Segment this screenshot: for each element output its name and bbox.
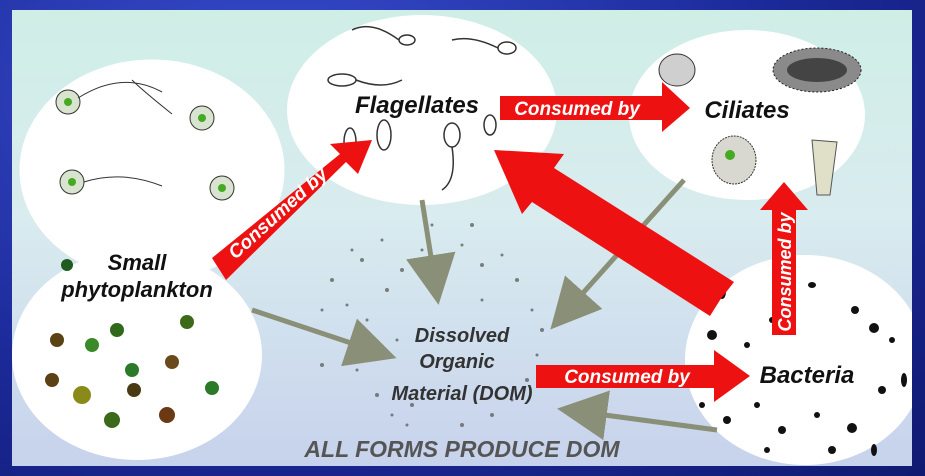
dom-line1-label: Dissolved	[415, 325, 510, 347]
bacteria-to-dom-arrow	[567, 410, 717, 430]
diagram-panel: Consumed by Consumed by Consumed by Cons…	[12, 10, 912, 466]
bacteria-to-ciliates-label: Consumed by	[775, 212, 795, 332]
food-web-diagram: Consumed by Consumed by Consumed by Cons…	[12, 10, 912, 466]
footer-caption: ALL FORMS PRODUCE DOM	[303, 436, 620, 462]
flagellates-label: Flagellates	[355, 92, 479, 119]
phyto-to-dom-arrow	[252, 310, 387, 355]
flagellates-to-dom-arrow	[422, 200, 437, 295]
bacteria-label: Bacteria	[760, 362, 855, 389]
phytoplankton-label: phytoplankton	[60, 277, 213, 302]
dom-line3-label: Material (DOM)	[391, 383, 532, 405]
dom-line2-label: Organic	[419, 351, 495, 373]
small-label: Small	[108, 250, 168, 275]
flagellates-to-ciliates-label: Consumed by	[514, 99, 641, 120]
ciliates-label: Ciliates	[704, 97, 789, 124]
dom-to-bacteria-label: Consumed by	[564, 367, 691, 388]
